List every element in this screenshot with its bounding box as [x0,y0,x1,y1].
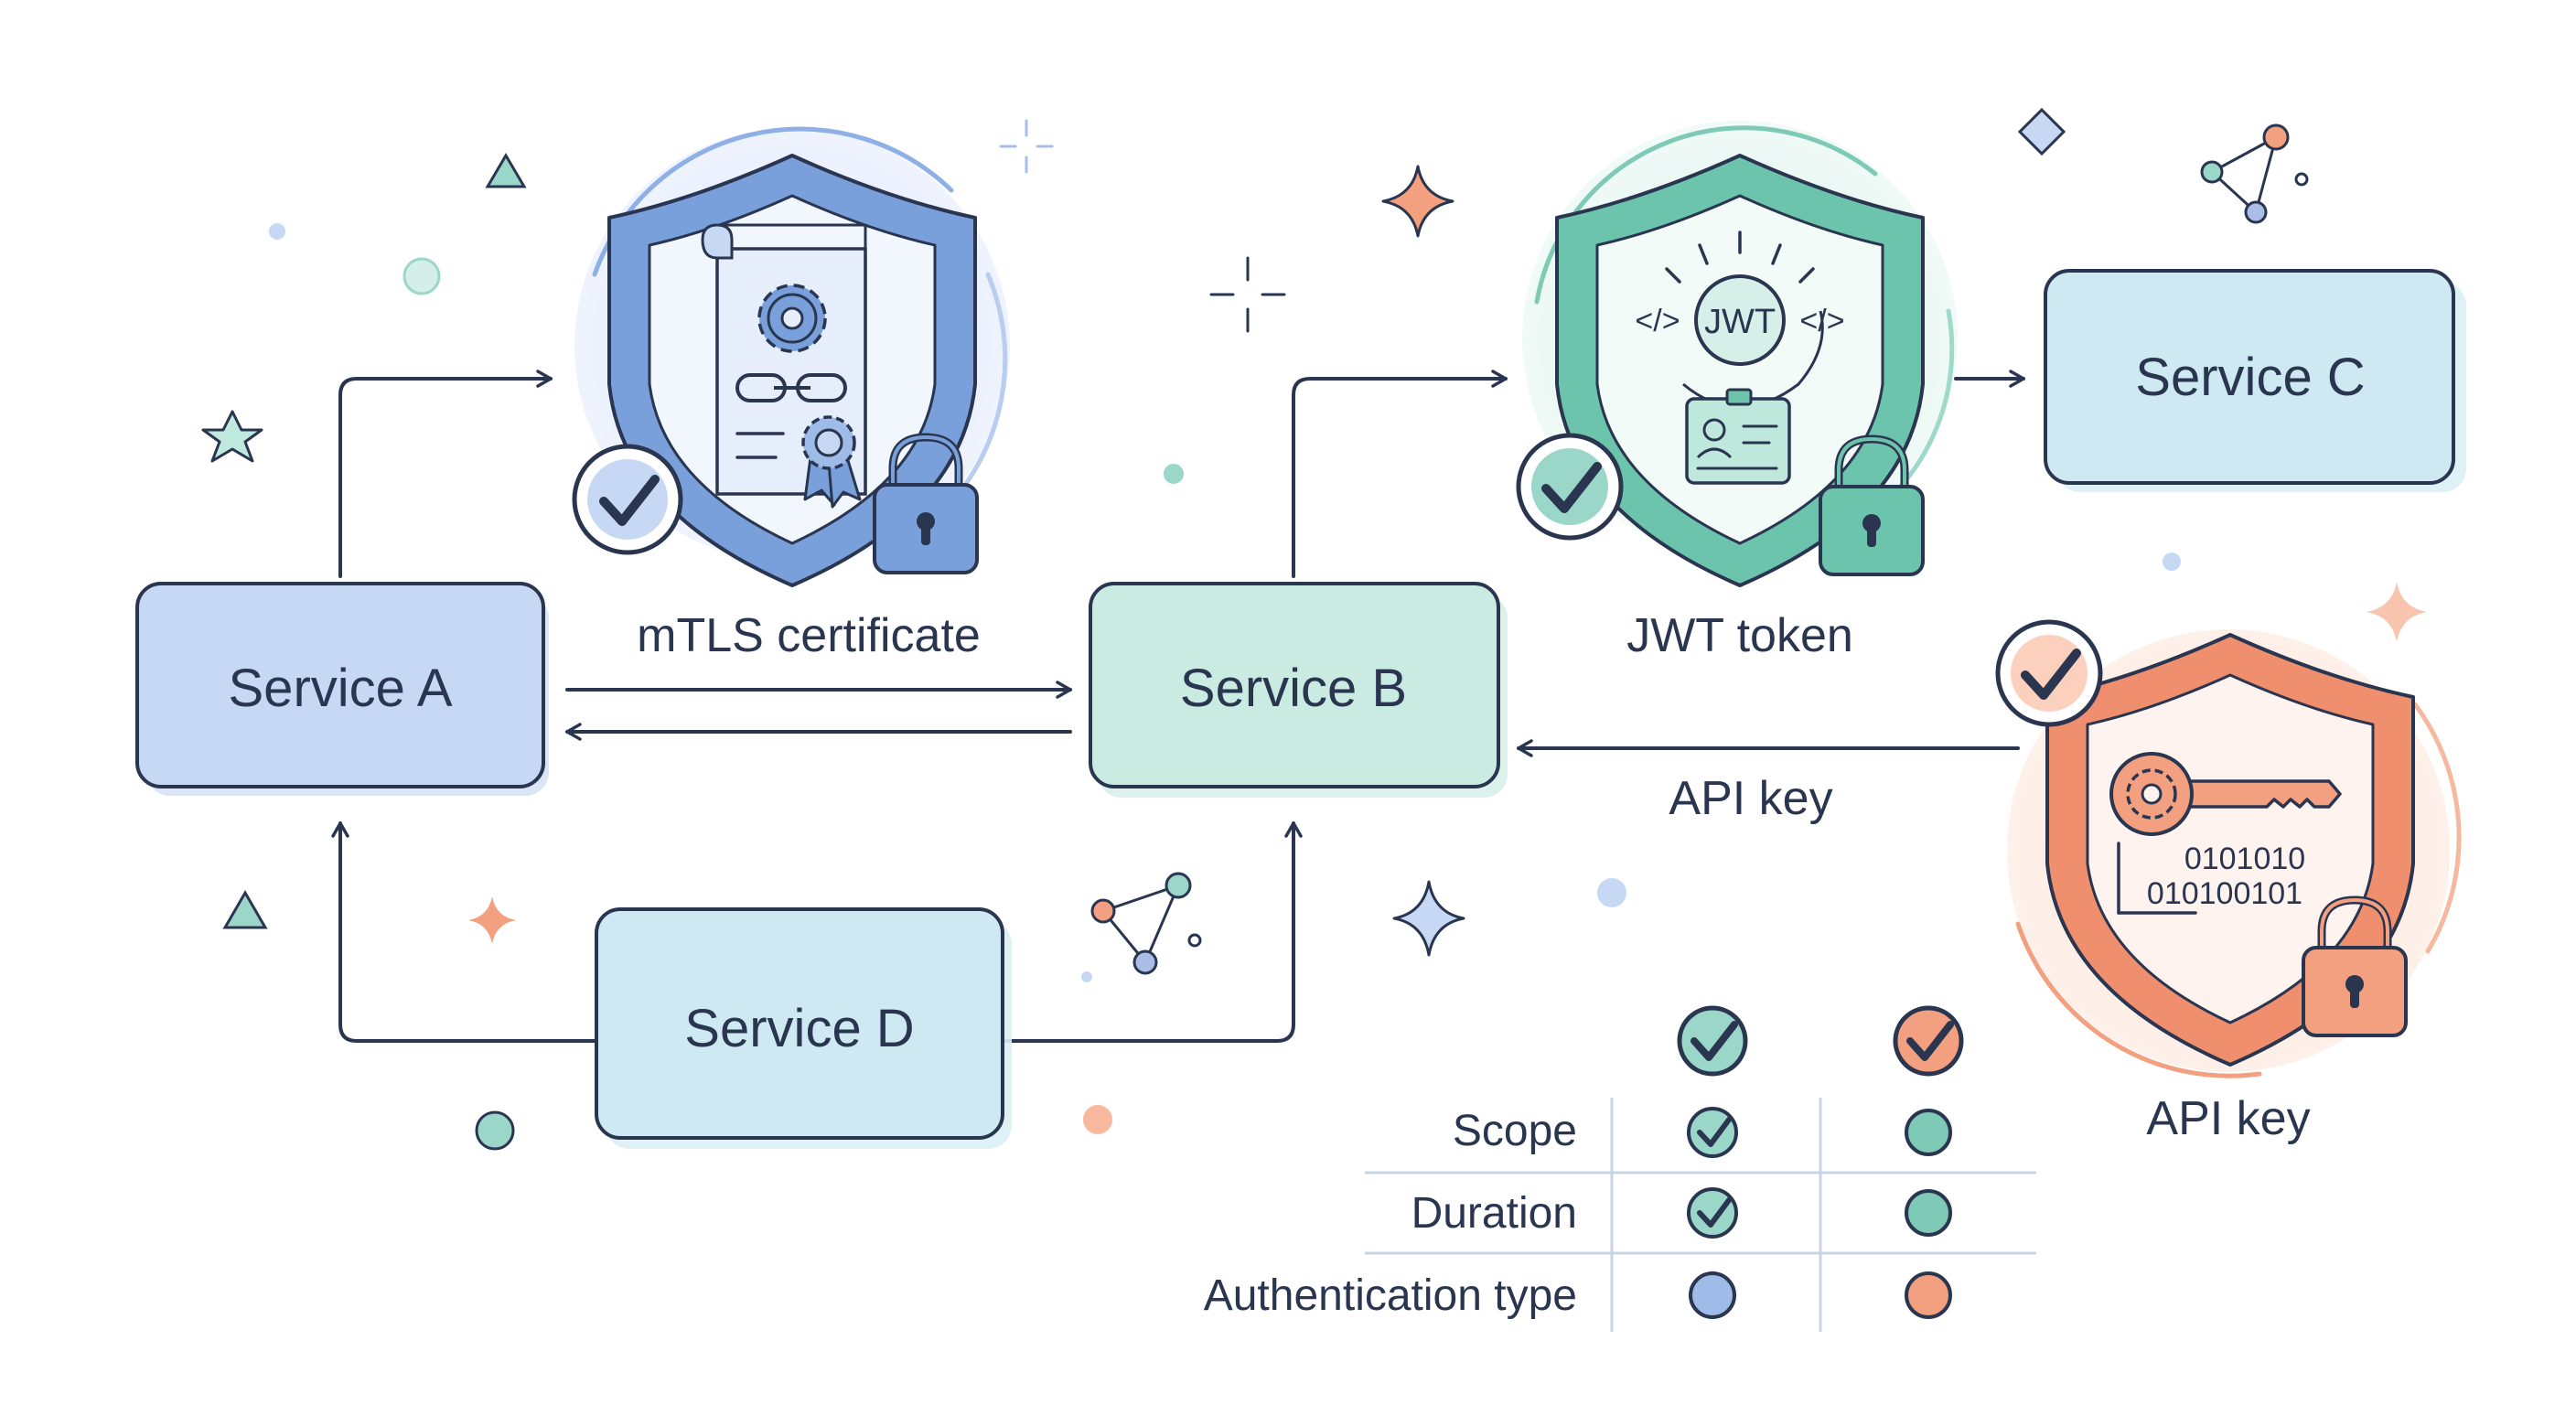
sparkle-decoration [2367,582,2427,642]
service-c-node[interactable]: Service C [2044,269,2466,492]
crosshair-decoration [1209,256,1286,333]
triangle-decoration [222,890,268,929]
arrow-a-to-mtls [338,370,553,578]
dot-decoration [1164,464,1184,484]
check-badge-icon [1516,433,1624,541]
service-d-node[interactable]: Service D [595,907,1012,1149]
sparkle-decoration [1392,880,1465,957]
jwt-badge-text: JWT [1704,303,1776,341]
status-dot-blue-icon [1689,1271,1736,1319]
table-row-label: Scope [1453,1107,1577,1155]
padlock-icon [873,433,979,574]
padlock-icon [2302,896,2408,1037]
key-icon [2109,752,2342,836]
jwt-label: JWT token [1626,609,1853,662]
jwt-shield-icon: JWT </> </> [1516,121,1958,587]
api-key-shield-icon: 0101010 010100101 [1995,619,2462,1078]
circle-decoration [402,257,441,295]
check-badge-icon [572,444,683,555]
api-key-label: API key [2146,1092,2310,1145]
table-header-check-orange-icon [1893,1005,1964,1077]
gear-icon [757,284,827,353]
arrow-b-to-jwt [1292,370,1508,578]
table-row-label: Duration [1411,1189,1577,1238]
connectors [331,370,2025,1043]
certificate-shield-icon [572,126,1010,587]
arrow-d-to-a [331,821,596,1043]
arrow-d-to-b [1003,821,1303,1043]
sparkle-decoration [468,896,516,944]
diamond-decoration [2017,107,2066,156]
dot-decoration [2163,552,2181,571]
status-dot-orange-icon [1905,1271,1952,1319]
crosshair-decoration [999,119,1054,174]
service-b-node[interactable]: Service B [1089,582,1508,798]
service-b-label: Service B [1180,659,1407,718]
check-icon [1687,1107,1738,1158]
dot-decoration [269,223,285,240]
service-c-label: Service C [2135,348,2365,407]
service-a-node[interactable]: Service A [135,582,549,796]
comparison-table: Scope Duration Authentication type [1204,1005,2036,1332]
service-a-label: Service A [229,659,453,718]
chain-link-icon [735,373,847,402]
table-header-check-teal-icon [1677,1005,1748,1077]
star-decoration [201,410,263,463]
decorations [201,107,2427,1151]
dot-decoration [1081,971,1092,982]
table-row-label: Authentication type [1204,1271,1577,1320]
triangle-decoration [485,153,527,188]
jwt-code-left: </> [1635,304,1680,338]
network-decoration [2200,123,2309,224]
id-card-icon [1685,388,1791,485]
status-dot-icon [1905,1189,1952,1237]
network-decoration [1090,872,1202,975]
padlock-icon [1819,434,1925,576]
mtls-label: mTLS certificate [637,609,981,662]
circle-decoration [475,1110,515,1151]
api-key-binary-2: 010100101 [2147,876,2302,911]
api-key-edge-label: API key [1669,772,1832,825]
sparkle-decoration [1381,165,1454,238]
service-d-label: Service D [684,999,914,1058]
dot-decoration [1597,878,1626,907]
api-key-binary-1: 0101010 [2184,842,2305,876]
check-badge-icon [1995,619,2103,727]
dot-decoration [1083,1105,1112,1134]
seal-icon [801,415,862,509]
check-icon [1687,1187,1738,1239]
jwt-code-right: </> [1799,304,1844,338]
status-dot-icon [1905,1109,1952,1156]
